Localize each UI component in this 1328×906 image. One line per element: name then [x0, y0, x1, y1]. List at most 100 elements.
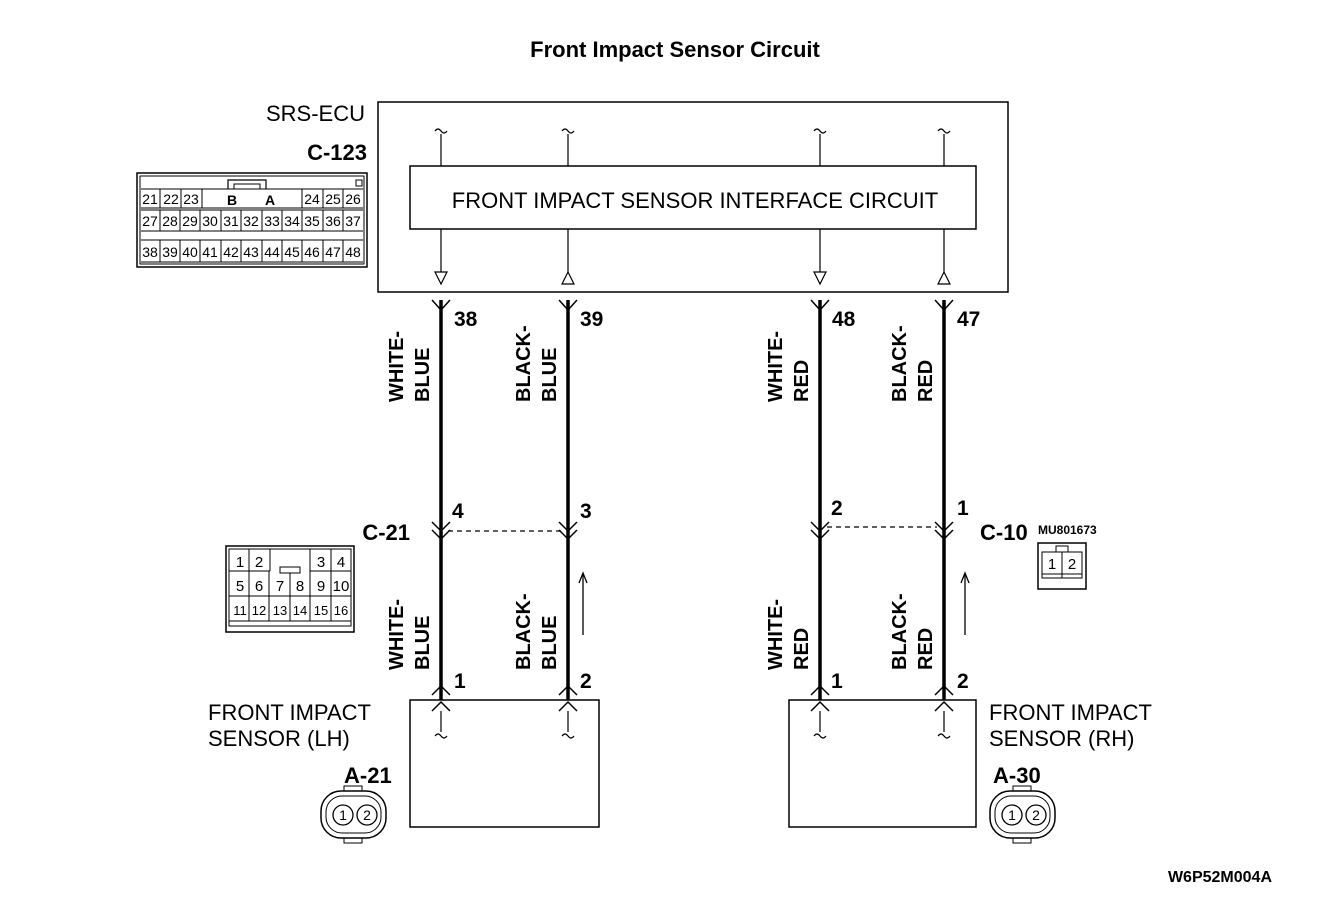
- wire-color-label: RED: [791, 360, 813, 402]
- pin-label: 13: [273, 603, 287, 618]
- c21-connector-face: 1 2 3 4 5 6 7 8 9 10 11 12 13 14 15 16: [225, 545, 355, 633]
- sensor-lh-connector-id: A-21: [344, 763, 392, 788]
- wire-color-label: RED: [915, 628, 937, 670]
- mid-pin-number: 4: [452, 500, 464, 523]
- pin-label: 1: [1048, 556, 1056, 573]
- pin-label: 14: [293, 603, 307, 618]
- pin-label: 2: [1068, 556, 1076, 573]
- wire-color-label: RED: [915, 360, 937, 402]
- pin-label: 9: [317, 578, 325, 595]
- connector-chevrons: [431, 299, 954, 712]
- pin-label: 12: [252, 603, 266, 618]
- pin-label: 2: [1032, 807, 1040, 823]
- wire-color-label: BLACK-: [513, 325, 535, 402]
- pin-label: 38: [142, 244, 158, 260]
- pin-label: 5: [236, 578, 244, 595]
- interface-circuit-box: [409, 165, 977, 230]
- wire-color-label: BLACK-: [889, 593, 911, 670]
- wire-color-label: BLUE: [412, 616, 434, 670]
- pin-label: 28: [162, 213, 178, 229]
- ecu-name: SRS-ECU: [266, 101, 365, 126]
- ecu-pin-number: 38: [454, 308, 478, 331]
- sensor-lh-label: FRONT IMPACT: [208, 700, 371, 725]
- wire-color-label: WHITE-: [765, 331, 787, 402]
- pin-label: 21: [142, 191, 158, 207]
- pin-label: 26: [345, 191, 361, 207]
- pin-label: 44: [264, 244, 280, 260]
- pin-label: 1: [236, 554, 244, 571]
- sensor-rh-label: FRONT IMPACT: [989, 700, 1152, 725]
- pin-label: 11: [233, 603, 247, 618]
- wire-color-label: BLUE: [539, 616, 561, 670]
- figure-code: W6P52M004A: [1168, 869, 1272, 886]
- pin-label: 45: [284, 244, 300, 260]
- srs-ecu: SRS-ECU C-123 FRONT IMPACT SENSOR INTERF…: [266, 101, 1009, 293]
- ecu-box: [377, 101, 1009, 293]
- output-arrow-icon: [813, 271, 827, 286]
- sensor-pin-number: 1: [454, 670, 466, 693]
- ecu-pin-number: 39: [580, 308, 603, 331]
- wire-color-label: BLUE: [539, 348, 561, 402]
- pin-label: 39: [162, 244, 178, 260]
- sensor-lh-connector-face: [320, 785, 387, 844]
- pin-label: A: [265, 192, 275, 208]
- harness-wires: [439, 300, 946, 700]
- pin-label: 7: [276, 578, 284, 595]
- pin-label: 2: [363, 807, 371, 823]
- pin-label: 3: [317, 554, 325, 571]
- pin-label: 33: [264, 213, 280, 229]
- pin-label: 24: [304, 191, 320, 207]
- pin-label: 6: [255, 578, 263, 595]
- c123-connector-face: 21 22 23 B A 24 25 26 27 28 29 30 31 32 …: [136, 172, 368, 268]
- pin-label: 23: [183, 191, 199, 207]
- internal-leads-bottom: [434, 229, 951, 286]
- pin-label: 25: [325, 191, 341, 207]
- ecu-connector-id: C-123: [307, 140, 367, 165]
- pin-label: 43: [243, 244, 259, 260]
- pin-label: 47: [325, 244, 341, 260]
- pin-label: 27: [142, 213, 158, 229]
- wire-color-label: WHITE-: [386, 331, 408, 402]
- pin-label: 42: [223, 244, 239, 260]
- c10-connector-id: C-10: [980, 520, 1028, 545]
- ecu-pin-number: 47: [957, 308, 980, 331]
- wire-color-label: BLACK-: [889, 325, 911, 402]
- pin-label: 48: [345, 244, 361, 260]
- internal-leads-top: [434, 128, 951, 166]
- pin-label: 8: [296, 578, 304, 595]
- front-impact-sensor-rh: FRONT IMPACT SENSOR (RH) A-30 1 2: [788, 699, 1152, 844]
- mid-pin-number: 3: [580, 500, 592, 523]
- sensor-lh-label: SENSOR (LH): [208, 726, 350, 751]
- wire-color-label: WHITE-: [765, 599, 787, 670]
- pin-label: 36: [325, 213, 341, 229]
- mid-pin-number: 1: [957, 497, 969, 520]
- sensor-rh-connector-id: A-30: [993, 763, 1041, 788]
- wire-color-label: BLUE: [412, 348, 434, 402]
- sensor-rh-connector-face: [989, 785, 1056, 844]
- pin-label: 32: [243, 213, 259, 229]
- front-impact-sensor-lh: FRONT IMPACT SENSOR (LH) A-21 1 2: [208, 699, 600, 844]
- pin-label: 4: [337, 554, 345, 571]
- pin-label: 1: [1008, 807, 1016, 823]
- pin-label: 35: [304, 213, 320, 229]
- current-arrows: [578, 571, 970, 635]
- pin-label: 22: [163, 191, 179, 207]
- wire-color-label: WHITE-: [386, 599, 408, 670]
- pin-label: 41: [202, 244, 218, 260]
- sensor-pin-number: 2: [580, 670, 592, 693]
- arrow-up-icon: [960, 571, 970, 635]
- c10-part-number: MU801673: [1038, 523, 1097, 537]
- input-arrow-icon: [561, 270, 575, 285]
- c21-connector-id: C-21: [362, 520, 410, 545]
- pin-label: 2: [255, 554, 263, 571]
- sensor-pin-number: 1: [831, 670, 843, 693]
- diagram-title: Front Impact Sensor Circuit: [530, 37, 820, 62]
- sensor-rh-label: SENSOR (RH): [989, 726, 1134, 751]
- output-arrow-icon: [434, 271, 448, 286]
- wire-color-label: BLACK-: [513, 593, 535, 670]
- pin-label: 10: [333, 578, 350, 595]
- pin-label: 37: [345, 213, 361, 229]
- pin-label: 16: [334, 603, 348, 618]
- twisted-pair-dashes: [448, 526, 937, 532]
- pin-label: 30: [202, 213, 218, 229]
